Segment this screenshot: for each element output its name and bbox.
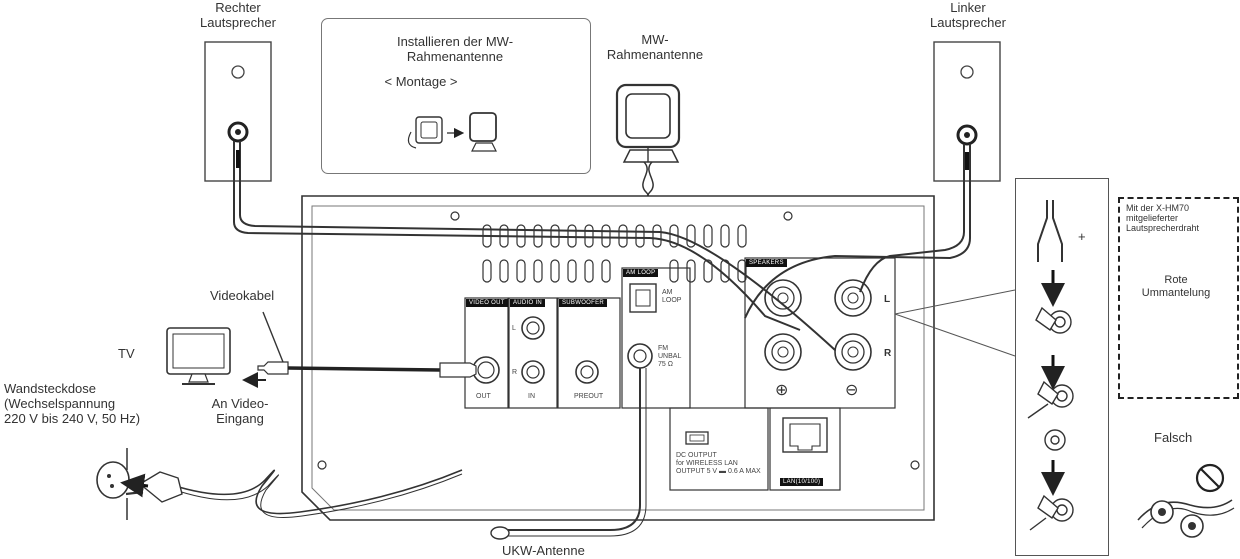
power-cord [171,469,463,518]
install-subtitle: < Montage > [384,74,458,89]
mw-antenna-label: MW- Rahmenantenne [606,32,704,62]
prohibited-icon [1195,463,1225,493]
preout-text: PREOUT [574,393,604,400]
fm-antenna-wire [490,368,647,540]
fm-antenna-label: UKW-Antenne [502,543,585,558]
audio-l-text: L [512,325,516,332]
video-cable-label: Videokabel [210,288,275,303]
wrong-connection-icon [1137,499,1235,538]
right-speaker-label: Rechter Lautsprecher [200,0,276,30]
channel-l-label: L [884,294,891,305]
video-cable [257,311,477,378]
audio-in-text: IN [528,393,535,400]
lan-tag: LAN(10/100) [780,478,824,486]
positive-terminal-symbol: ⊕ [775,382,789,399]
left-speaker-label: Linker Lautsprecher [930,0,1006,30]
dc-output-text: DC OUTPUT for WIRELESS LAN OUTPUT 5 V ▬ … [676,452,761,475]
am-loop-text: AM LOOP [662,289,682,304]
red-sheath-label: Rote Ummantelung [1141,274,1211,299]
negative-terminal-symbol: ⊖ [845,382,859,399]
mw-antenna-install-box [321,18,591,174]
tv-label: TV [118,346,135,361]
plus-sign: + [1078,229,1086,244]
mw-loop-antenna [615,83,681,293]
audio-in-tag: AUDIO IN [510,299,546,307]
subwoofer-tag: SUBWOOFER [559,299,608,307]
speaker-cables [233,141,971,351]
video-out-tag: VIDEO OUT [466,299,508,307]
channel-r-label: R [884,348,892,359]
wrong-label: Falsch [1154,430,1193,445]
video-input-label: An Video- Eingang [211,396,269,426]
speaker-wire-note: Mit der X-HM70 mitgelieferter Lautsprech… [1126,203,1200,233]
install-title: Installieren der MW- Rahmenantenne [396,34,514,64]
fm-unbal-text: FM UNBAL 75 Ω [658,345,682,368]
speaker-wire-note-box [1118,197,1239,399]
tv-icon [166,327,231,385]
wall-socket-icon [96,448,149,520]
am-loop-tag: AM LOOP [623,269,659,277]
speakers-tag: SPEAKERS [746,259,787,267]
audio-r-text: R [512,369,518,376]
video-out-text: OUT [476,393,491,400]
wall-socket-label: Wandsteckdose (Wechselspannung 220 V bis… [4,381,141,426]
